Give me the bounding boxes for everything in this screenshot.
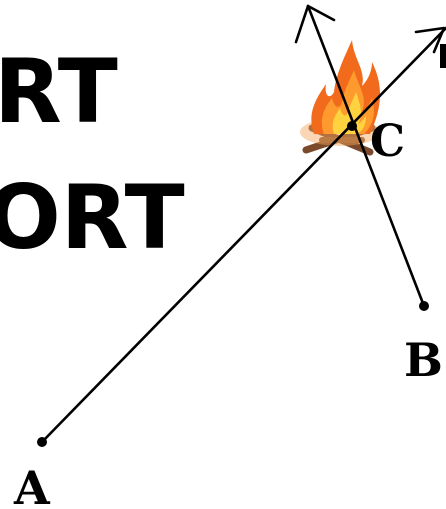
point-c	[347, 121, 357, 131]
point-c-label: C	[370, 116, 405, 167]
background-text-line-2: ORT	[0, 166, 185, 269]
point-b-label: B	[404, 333, 443, 387]
line-bc	[308, 6, 424, 306]
background-text-line-1: RT	[0, 40, 118, 143]
arrowhead-ac-icon	[416, 28, 444, 52]
cropped-label-fragment	[440, 44, 446, 68]
point-a	[37, 437, 47, 447]
point-a-label: A	[13, 461, 51, 509]
point-b	[419, 301, 429, 311]
